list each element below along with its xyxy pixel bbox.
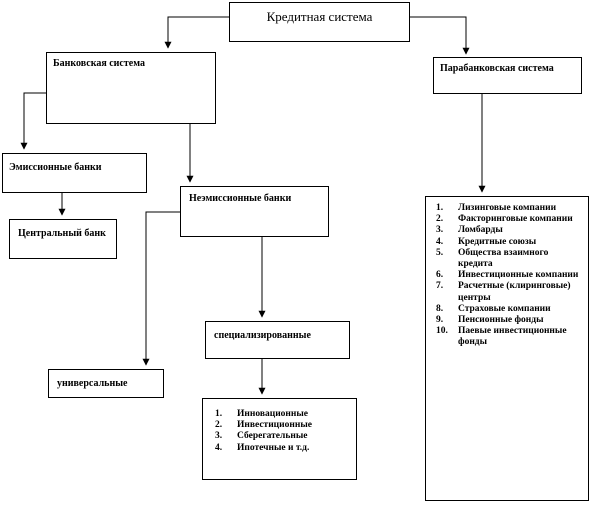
- list-item: 7. Расчетные (клиринговые) центры: [436, 281, 580, 303]
- universal-box: универсальные: [48, 369, 164, 398]
- list-item-label: Пенсионные фонды: [458, 315, 544, 326]
- list-item-label: Кредитные союзы: [458, 236, 537, 247]
- list-item: 5. Общества взаимного кредита: [436, 248, 580, 270]
- list-item: 6. Инвестиционные компании: [436, 270, 580, 281]
- list-item: 4. Ипотечные и т.д.: [215, 443, 348, 454]
- banking-system-label: Банковская система: [53, 58, 145, 69]
- list-item-label: Сберегательные: [237, 431, 308, 442]
- universal-label: универсальные: [57, 378, 128, 389]
- list-item-label: Паевые инвестиционные фонды: [458, 326, 567, 348]
- arrow-nonemission-to-universal: [142, 211, 180, 366]
- emission-banks-box: Эмиссионные банки: [2, 153, 147, 193]
- list-item-number: 4.: [215, 442, 223, 453]
- parabanking-system-box: Парабанковская система: [433, 57, 582, 94]
- list-item-label: Ломбарды: [458, 225, 503, 236]
- list-item-number: 2.: [215, 420, 223, 431]
- list-item-label: Инвестиционные компании: [458, 270, 579, 281]
- list-item: 8. Страховые компании: [436, 304, 580, 315]
- list-item-number: 8.: [436, 303, 444, 314]
- list-item-label: Инновационные: [237, 409, 309, 419]
- arrow-banking-to-emission: [20, 92, 46, 150]
- list-item-number: 7.: [436, 281, 444, 292]
- central-bank-label: Центральный банк: [18, 228, 106, 239]
- credit-system-label: Кредитная система: [266, 9, 373, 24]
- list-item-label: Общества взаимного кредита: [458, 247, 549, 270]
- list-item-label: Ипотечные и т.д.: [237, 442, 310, 453]
- specialized-box: специализированные: [205, 321, 350, 359]
- list-item: 3. Сберегательные: [215, 431, 348, 442]
- central-bank-box: Центральный банк: [9, 219, 117, 259]
- list-item-number: 4.: [436, 236, 444, 247]
- list-item-label: Лизинговые компании: [458, 203, 557, 213]
- list-item: 10. Паевые инвестиционные фонды: [436, 326, 580, 348]
- banking-system-box: Банковская система: [46, 52, 216, 124]
- list-item-number: 3.: [215, 431, 223, 442]
- specialized-list: 1. Инновационные 2. Инвестиционные 3. Сберега…: [215, 409, 348, 454]
- list-item-number: 1.: [436, 203, 444, 213]
- credit-system-box: Кредитная система: [229, 2, 410, 42]
- non-emission-banks-label: Неэмиссионные банки: [189, 193, 292, 204]
- list-item-label: Страховые компании: [458, 303, 551, 314]
- emission-banks-label: Эмиссионные банки: [9, 162, 102, 173]
- specialized-label: специализированные: [214, 330, 311, 341]
- arrow-root-to-banking: [164, 16, 229, 49]
- parabanking-list: 1. Лизинговые компании 2. Факторинговые ком…: [436, 203, 580, 349]
- list-item-number: 10.: [436, 326, 448, 337]
- list-item-label: Инвестиционные: [237, 420, 312, 431]
- list-item-number: 5.: [436, 247, 444, 258]
- list-item: 4. Кредитные союзы: [436, 237, 580, 248]
- list-item: 1. Инновационные: [215, 409, 348, 420]
- list-item: 9. Пенсионные фонды: [436, 315, 580, 326]
- list-item: 2. Факторинговые компании: [436, 214, 580, 225]
- list-item-number: 9.: [436, 315, 444, 326]
- arrow-root-to-parabanking: [410, 16, 470, 55]
- list-item-number: 3.: [436, 225, 444, 236]
- list-item: 2. Инвестиционные: [215, 420, 348, 431]
- non-emission-banks-box: Неэмиссионные банки: [180, 186, 329, 237]
- parabanking-system-label: Парабанковская система: [440, 63, 554, 74]
- list-item-number: 1.: [215, 409, 223, 419]
- list-item-number: 6.: [436, 270, 444, 281]
- list-item-number: 2.: [436, 214, 444, 225]
- list-item: 3. Ломбарды: [436, 225, 580, 236]
- list-item-label: Расчетные (клиринговые) центры: [458, 281, 571, 303]
- parabanking-list-box: 1. Лизинговые компании 2. Факторинговые ком…: [425, 196, 589, 501]
- list-item: 1. Лизинговые компании: [436, 203, 580, 214]
- specialized-list-box: 1. Инновационные 2. Инвестиционные 3. Сберега…: [202, 398, 357, 480]
- list-item-label: Факторинговые компании: [458, 214, 573, 225]
